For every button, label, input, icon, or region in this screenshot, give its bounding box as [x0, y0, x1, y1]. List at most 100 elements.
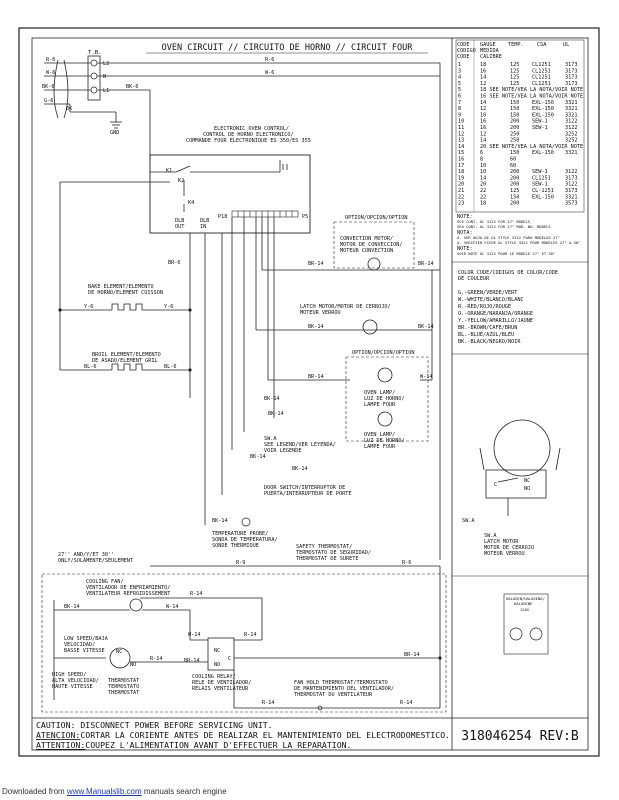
relay-label-2: RELE DE VENTILADOR/ [192, 680, 251, 686]
high-speed-label-1: HIGH SPEED/ [52, 672, 86, 678]
gauge-cell: 125 [510, 81, 519, 87]
halogen-label-1: HALOGEN/HALOGENO/ [506, 596, 545, 601]
gauge-cell: 12 [480, 81, 486, 87]
gauge-cell: 3122 [565, 119, 578, 125]
relay-k1-label: K1 [166, 168, 172, 174]
caution-block: CAUTION: DISCONNECT POWER BEFORE SERVICI… [36, 720, 450, 750]
oven-lamp-1-label-2: LUZ DE HORNO/ [364, 396, 405, 402]
fan-label-1: COOLING FAN/ [86, 579, 123, 585]
gauge-header-medida: MEDIDA [480, 48, 500, 54]
color-white: W.-WHITE/BLANCO/BLANC [458, 297, 524, 303]
safety-label-2: TERMOSTATO DE SEGURIDAD/ [296, 550, 371, 556]
wire-label-r14-relay: R-14 [244, 632, 257, 638]
wire-label-r14-speed: R-14 [150, 656, 163, 662]
thermostat-label-3: THERMOSTAT [108, 690, 139, 696]
wire-label-r9: R-9 [236, 560, 245, 566]
note-line-7: NOTE: [457, 246, 473, 252]
gauge-cell: 200 [510, 201, 519, 207]
gauge-cell: 22 [480, 188, 486, 194]
gauge-cell: 250 [510, 131, 519, 137]
latch-label-1: LATCH MOTOR/MOTOR DE CERROJO/ [300, 304, 391, 310]
gauge-cell: 3122 [565, 125, 578, 131]
low-speed-label-2: VELOCIDAD/ [64, 642, 95, 648]
wire-label-br14-right: BR-14 [404, 652, 420, 658]
dlb-out-label-1: DLB [175, 218, 184, 224]
gauge-cell: 20 SEE NOTE/VEA LA NOTA/VOIR NOTE [480, 144, 583, 150]
legend-text-1: SW.A [484, 533, 497, 539]
note-line-5: A. VER HOJA DE UL STYLE 3122 PARA MODELO… [457, 235, 560, 240]
gauge-cell: 125 [510, 68, 519, 74]
gauge-cell: 14 [458, 144, 464, 150]
gauge-cell: 3 [458, 68, 461, 74]
gauge-cell: 3321 [565, 194, 578, 200]
note-line-1: NOTE: [457, 214, 473, 220]
gauge-cell: 60 [510, 163, 516, 169]
fanhold-label-1: FAN HOLD THERMOSTAT/TERMOSTATO [294, 680, 388, 686]
oven-lamp-2-label-2: LUZ DE HORNO/ [364, 438, 405, 444]
speed-no: NO [130, 662, 136, 668]
gauge-cell: 13 [458, 138, 464, 144]
gauge-cell: 16 [480, 68, 486, 74]
speed-nc: NC [116, 649, 122, 655]
halogen-label-3: 120V [520, 607, 530, 612]
wire-label-bl6-right: BL-6 [164, 364, 177, 370]
wire-label-bl6-left: BL-6 [84, 364, 97, 370]
legend-text-4: MOTEUR VERROU [484, 551, 525, 557]
low-speed-label-1: LOW SPEED/BAJA [64, 636, 109, 642]
note-line-4: NOTA: [457, 230, 473, 236]
switch-a-legend [479, 419, 561, 516]
gauge-cell: 5 [458, 81, 461, 87]
gauge-cell: 8 [458, 106, 461, 112]
note-line-3: VEA CONT. UL 3122 FOR 27" MOD. NO. MODEL… [457, 224, 551, 229]
halogen-label-2: HALOGENE [514, 601, 533, 606]
gauge-header-code-fr: CODE [457, 54, 470, 60]
fanhold-label-2: DE MANTENIMIENTO DEL VENTILADOR/ [294, 686, 394, 692]
gauge-cell: 12 [480, 106, 486, 112]
gauge-cell: 16 SEE NOTE/VEA LA NOTA/VOIR NOTE [480, 94, 583, 100]
wire-label-r6-top: R-6 [265, 57, 274, 63]
gauge-cell: 12 [458, 131, 464, 137]
relay-k4-label: K4 [188, 200, 194, 206]
color-red: R.-RED/ROJO/ROUGE [458, 304, 511, 310]
wire-label-y6-left: Y-6 [84, 304, 93, 310]
wire-label-bk14-a: BK-14 [264, 396, 280, 402]
gauge-cell: SEW-1 [532, 182, 548, 188]
supply-wires [44, 59, 441, 560]
gauge-cell: 19 [458, 175, 464, 181]
gauge-header-code: CODE [457, 42, 470, 48]
gauge-cell: 3321 [565, 106, 578, 112]
broil-label-2: DE ASADO/ELEMENT GRIL [92, 358, 158, 364]
wire-label-y6-right: Y-6 [164, 304, 173, 310]
manualslib-link[interactable]: www.Manualslib.com [66, 787, 142, 796]
fan-option-box [41, 573, 447, 713]
connector-pins [237, 211, 293, 217]
convection-label-1: CONVECTION MOTOR/ [340, 236, 393, 242]
gauge-cell: 200 [510, 169, 519, 175]
gauge-cell: 3573 [565, 201, 578, 207]
gauge-cell: 125 [510, 75, 519, 81]
door-switch-label-2: PUERTA/INTERRUPTEUR DE PORTE [264, 491, 351, 497]
only-label-2: ONLY/SOLAMENTE/SEULEMENT [58, 558, 133, 564]
color-green: G.-GREEN/VERDE/VERT [458, 290, 517, 296]
dlb-in-label-1: DLB [200, 218, 209, 224]
color-yellow: Y.-YELLOW/AMARILLO/JAUNE [458, 318, 533, 324]
gauge-cell: CL1251 [532, 75, 551, 81]
gauge-cell: 18 [480, 201, 486, 207]
oven-lamp-1-label-1: OVEN LAMP/ [364, 390, 395, 396]
convection-label-2: MOTOR DE CONVECCION/ [340, 242, 402, 248]
color-code-legend: COLOR CODE/CODIGOS DE COLOR/CODE DE COUL… [458, 270, 558, 345]
lamp-option-box [345, 356, 429, 442]
gauge-cell: 6 [480, 150, 483, 156]
wire-label-r6-safety: R-6 [402, 560, 411, 566]
gauge-cell: 20 [480, 182, 486, 188]
gauge-cell: 22 [458, 194, 464, 200]
inner-border [31, 37, 589, 751]
bake-label-1: BAKE ELEMENT/ELEMENTO [88, 284, 154, 290]
wire-label-w6-left: W-6 [46, 70, 55, 76]
relay-no: NO [214, 662, 220, 668]
wire-label-g6: G-6 [44, 98, 53, 104]
relay-nc: NC [214, 648, 220, 654]
relay-c: C [228, 656, 231, 662]
wire-label-w14-lamp: W-14 [420, 374, 433, 380]
